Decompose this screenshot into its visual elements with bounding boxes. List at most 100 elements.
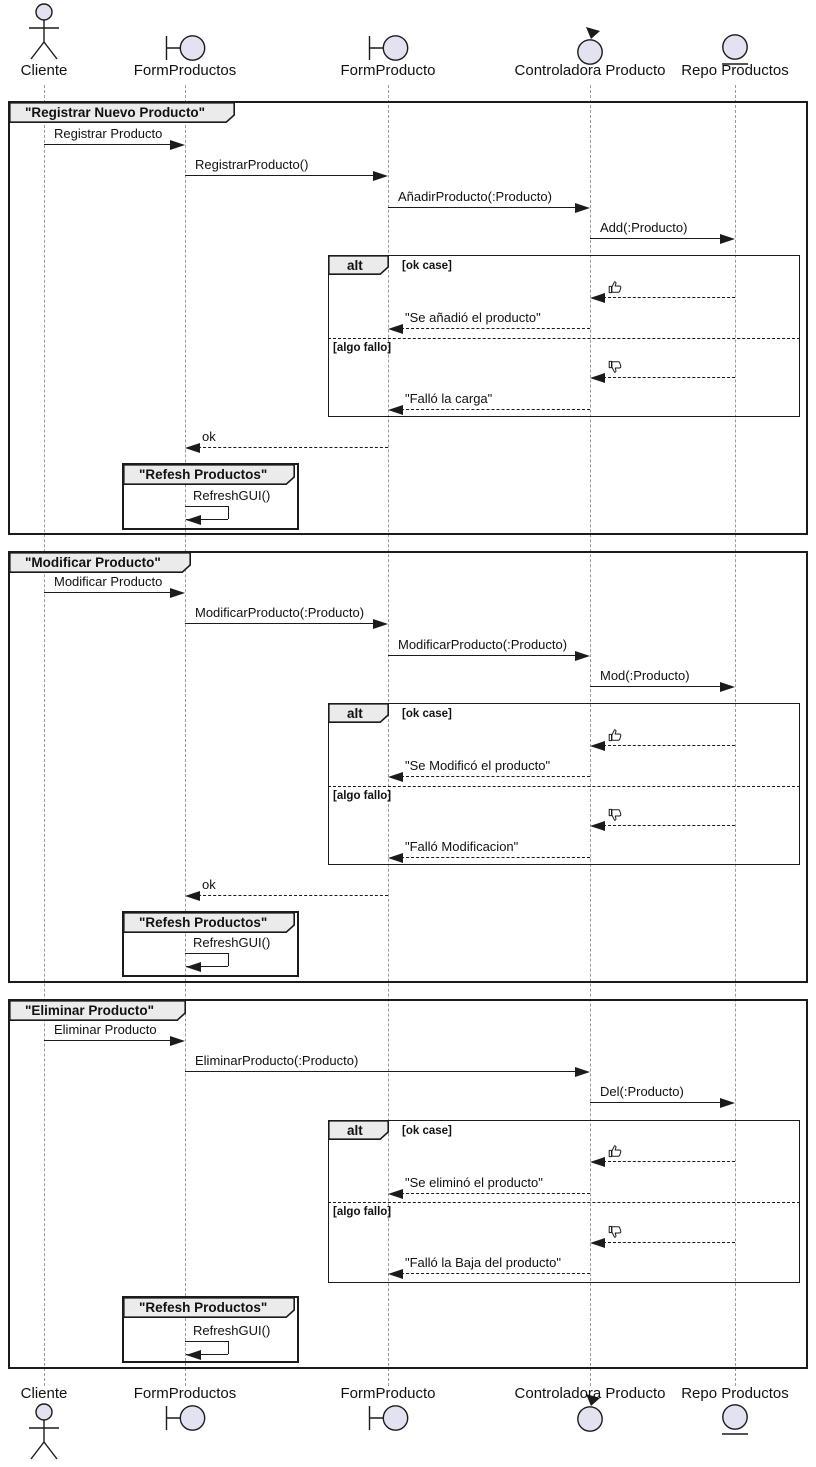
message-line [44,592,172,593]
message-label: "Falló Modificacion" [405,839,519,854]
participant-label: FormProducto [340,62,436,79]
control-icon [573,1393,607,1433]
message-arrowhead [388,853,403,863]
participant-label: Controladora Producto [514,1385,666,1402]
message-arrowhead [388,1189,403,1199]
message-label: ok [202,877,216,892]
message-arrowhead [388,1269,403,1279]
message-arrowhead [590,373,605,383]
message-arrowhead [185,443,200,453]
thumbs-up-icon [608,728,622,742]
message-label: RefreshGUI() [193,1323,271,1338]
fragment-title: "Modificar Producto" [25,555,161,570]
participant-label: Repo Productos [681,1385,789,1402]
message-arrowhead [388,772,403,782]
message-arrowhead [388,405,403,415]
boundary-icon [367,1404,411,1432]
message-line [185,623,375,624]
message-label: ModificarProducto(:Producto) [195,605,365,620]
boundary-icon [164,1404,208,1432]
message-label: "Se eliminó el producto" [405,1175,543,1190]
message-label: ModificarProducto(:Producto) [398,637,568,652]
message-line [401,328,590,329]
message-line [185,1071,577,1072]
message-label: "Se Modificó el producto" [405,758,551,773]
message-label: Modificar Producto [54,574,163,589]
message-label: RefreshGUI() [193,935,271,950]
message-line [590,238,722,239]
self-message-line [228,953,229,966]
thumbs-down-icon [608,1225,622,1239]
message-line [401,776,590,777]
thumbs-down-icon [608,360,622,374]
message-line [603,297,735,298]
self-message-line [185,506,228,507]
message-arrowhead [373,619,388,629]
fragment-title: alt [347,1123,363,1138]
self-message-line [228,506,229,519]
message-label: "Falló la Baja del producto" [405,1255,561,1270]
lifeline [44,85,45,1386]
message-line [603,825,735,826]
message-arrowhead [590,741,605,751]
message-line [401,409,590,410]
fragment-label-pentagon [328,255,389,275]
message-arrowhead [720,1098,735,1108]
message-line [44,144,172,145]
fragment-label-pentagon [328,1120,389,1140]
fragment-label-pentagon [9,1000,186,1021]
participant-label: Cliente [20,62,68,79]
fragment-title: "Refesh Productos" [139,1300,268,1315]
message-label: "Falló la carga" [405,391,493,406]
participant-label: FormProducto [340,1385,436,1402]
self-message-line [228,1341,229,1354]
actor-icon [24,3,64,61]
participant-label: Cliente [20,1385,68,1402]
message-label: RegistrarProducto() [195,157,309,172]
message-line [185,175,375,176]
actor-icon [24,1403,64,1461]
fragment-title: "Refesh Productos" [139,915,268,930]
participant-label: Controladora Producto [514,62,666,79]
message-line [388,207,577,208]
alt-divider [328,1202,800,1203]
fragment-label-pentagon [9,102,235,123]
message-arrowhead [590,821,605,831]
self-message-line [185,1341,228,1342]
guard-label: [ok case] [402,708,452,720]
fragment-title: "Eliminar Producto" [25,1003,155,1018]
fragment-title: "Registrar Nuevo Producto" [25,105,206,120]
message-label: AñadirProducto(:Producto) [398,189,552,204]
message-line [388,655,577,656]
message-arrowhead [170,588,185,598]
message-line [401,1273,590,1274]
participant-label: FormProductos [133,62,237,79]
message-line [603,1242,735,1243]
message-line [603,1161,735,1162]
entity-icon [720,1403,750,1437]
self-message-line [186,1354,228,1355]
message-arrowhead [720,234,735,244]
fragment-label-pentagon [123,464,295,485]
self-message-line [186,519,228,520]
group-fragment: "Registrar Nuevo Producto" [8,101,808,535]
thumbs-up-icon [608,1144,622,1158]
participant-label: Repo Productos [681,62,789,79]
message-label: Del(:Producto) [600,1084,684,1099]
message-line [603,377,735,378]
group-fragment: "Modificar Producto" [8,551,808,983]
group-fragment: "Refesh Productos" [122,911,299,977]
guard-label: [algo fallo] [333,1206,392,1218]
thumbs-down-icon [608,808,622,822]
message-arrowhead [590,1238,605,1248]
message-label: ok [202,429,216,444]
message-line [44,1040,172,1041]
message-arrowhead [170,140,185,150]
message-label: RefreshGUI() [193,488,271,503]
alt-divider [328,338,800,339]
self-message-line [185,953,228,954]
message-arrowhead [186,1350,201,1360]
alt-divider [328,786,800,787]
message-line [603,745,735,746]
message-label: "Se añadió el producto" [405,310,541,325]
